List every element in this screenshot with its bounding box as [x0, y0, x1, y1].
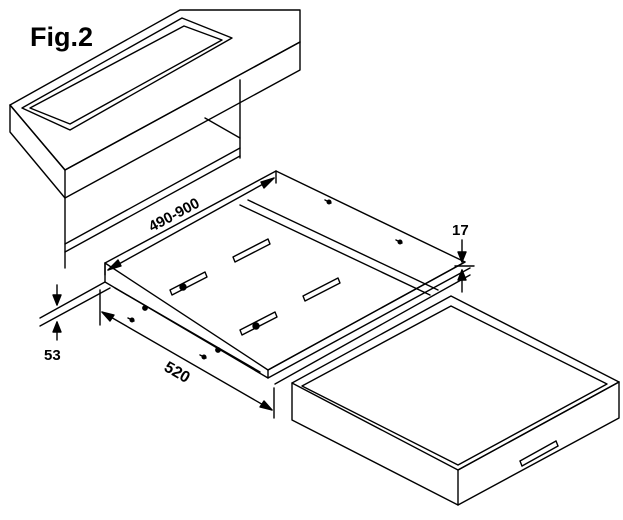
- dimension-height-top-label: 17: [452, 222, 469, 239]
- drawer-runners: [169, 238, 341, 336]
- dimension-width: [104, 170, 277, 276]
- dimension-height-top: [454, 239, 475, 293]
- countertop-hob: [9, 9, 301, 199]
- mounting-board: [39, 170, 471, 385]
- figure-title: Fig.2: [30, 22, 94, 52]
- dimension-height-bottom-label: 53: [44, 347, 61, 364]
- screws: [127, 199, 403, 360]
- dimension-depth-label: 520: [161, 359, 193, 387]
- dimension-height-bottom: [52, 284, 62, 341]
- dimension-depth: [99, 289, 275, 419]
- cabinet: [64, 79, 241, 269]
- drawer-box: [291, 295, 620, 506]
